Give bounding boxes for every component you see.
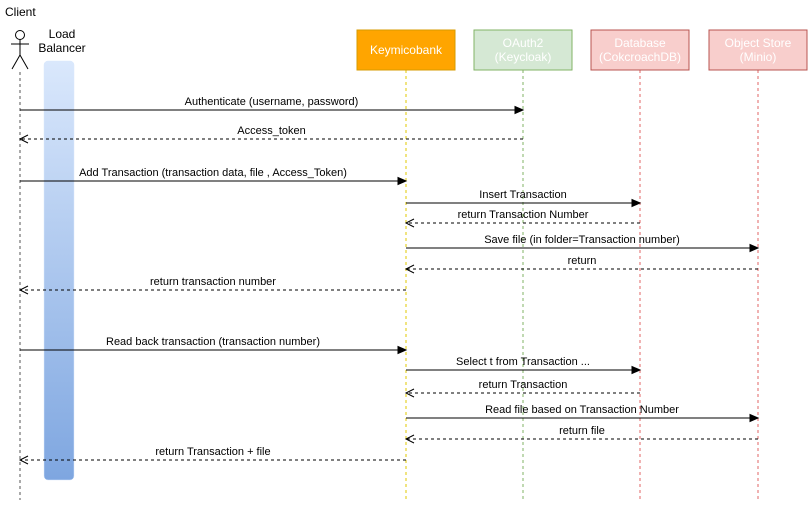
message-label: return [568,255,597,267]
return-message-13: return file [404,425,758,444]
message-label: return transaction number [150,276,276,288]
objectstore-box [708,29,808,71]
filled-arrowhead-icon [397,176,408,186]
objectstore-title: Object Store [725,36,792,50]
objectstore-subtitle: (Minio) [740,50,777,64]
database-title: Database [614,36,666,50]
open-arrowhead-icon [404,264,415,274]
message-label: return file [559,425,605,437]
message-label: Insert Transaction [479,189,566,201]
message-label: Authenticate (username, password) [185,96,359,108]
call-message-1: Authenticate (username, password) [20,96,525,115]
participant-oauth2: OAuth2(Keycloak) [473,29,573,500]
messages: Authenticate (username, password) Access_… [18,96,760,465]
call-message-6: Save file (in folder=Transaction number) [406,234,760,253]
return-message-11: return Transaction [404,379,640,398]
participant-database: Database(CokcroachDB) [590,29,690,500]
call-message-3: Add Transaction (transaction data, file … [20,167,408,186]
message-label: Access_token [237,125,305,137]
load-balancer: Load Balancer [38,27,86,481]
return-message-8: return transaction number [18,276,406,295]
filled-arrowhead-icon [397,345,408,355]
open-arrowhead-icon [404,388,415,398]
return-message-2: Access_token [18,125,523,144]
client-label: Client [5,5,36,19]
filled-arrowhead-icon [749,243,760,253]
return-message-14: return Transaction + file [18,446,406,465]
open-arrowhead-icon [18,285,29,295]
database-subtitle: (CokcroachDB) [599,50,681,64]
message-label: return Transaction Number [458,209,589,221]
filled-arrowhead-icon [631,365,642,375]
message-label: return Transaction + file [155,446,270,458]
return-message-7: return [404,255,758,274]
filled-arrowhead-icon [514,105,525,115]
load-balancer-bar [43,60,75,481]
open-arrowhead-icon [18,134,29,144]
keymicobank-title: Keymicobank [370,43,443,57]
call-message-10: Select t from Transaction ... [406,356,642,375]
participant-objectstore: Object Store(Minio) [708,29,808,500]
stick-figure-icon [11,30,29,70]
message-label: Read file based on Transaction Number [485,404,679,416]
oauth2-box [473,29,573,71]
call-message-4: Insert Transaction [406,189,642,208]
message-label: return Transaction [479,379,568,391]
message-label: Save file (in folder=Transaction number) [484,234,680,246]
return-message-5: return Transaction Number [404,209,640,228]
message-label: Select t from Transaction ... [456,356,590,368]
client-actor: Client [5,5,36,500]
oauth2-subtitle: (Keycloak) [495,50,552,64]
oauth2-title: OAuth2 [503,36,544,50]
load-balancer-label-line1: Load [49,27,76,41]
load-balancer-label-line2: Balancer [38,41,85,55]
message-label: Read back transaction (transaction numbe… [106,336,320,348]
database-box [590,29,690,71]
open-arrowhead-icon [404,434,415,444]
open-arrowhead-icon [18,455,29,465]
filled-arrowhead-icon [749,413,760,423]
open-arrowhead-icon [404,218,415,228]
participant-keymicobank: Keymicobank [356,29,456,500]
call-message-9: Read back transaction (transaction numbe… [20,336,408,355]
keymicobank-box [356,29,456,71]
filled-arrowhead-icon [631,198,642,208]
message-label: Add Transaction (transaction data, file … [79,167,347,179]
call-message-12: Read file based on Transaction Number [406,404,760,423]
